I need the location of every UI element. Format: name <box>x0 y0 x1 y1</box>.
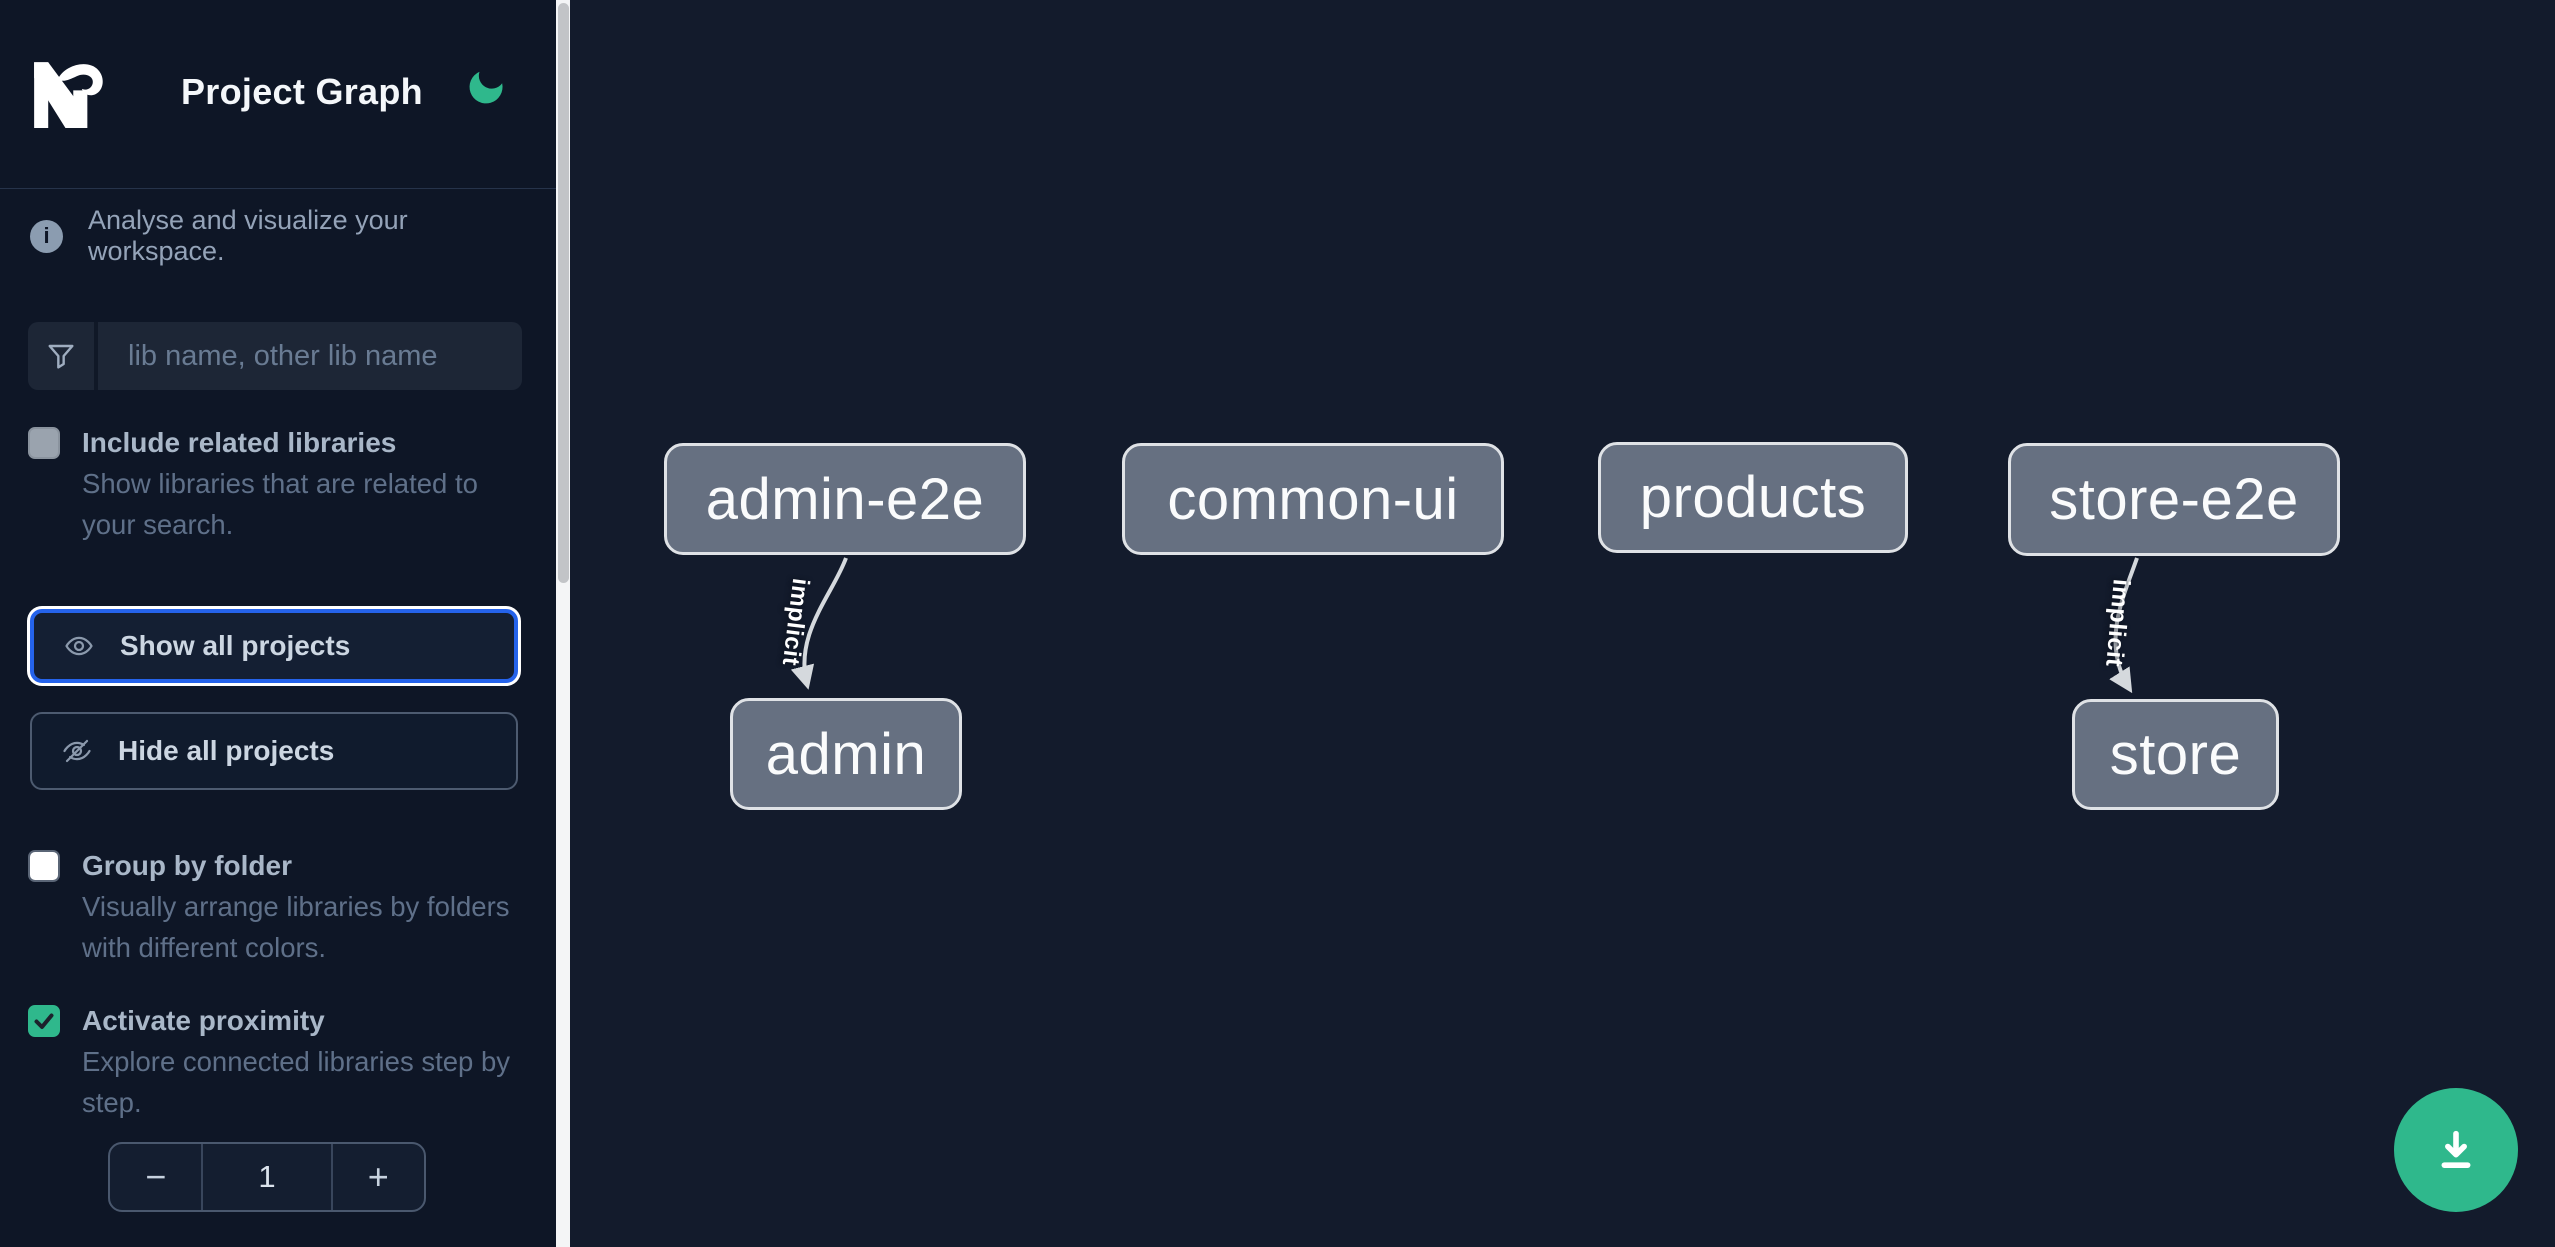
project-node-store-e2e[interactable]: store-e2e <box>2008 443 2340 556</box>
proximity-depth-value[interactable]: 1 <box>201 1144 333 1210</box>
workspace-tagline-row: i Analyse and visualize your workspace. <box>30 205 530 267</box>
include-related-label: Include related libraries <box>82 427 397 458</box>
project-node-store[interactable]: store <box>2072 699 2279 810</box>
graph-canvas[interactable] <box>570 0 2555 1247</box>
include-related-description: Show libraries that are related to your … <box>82 468 478 540</box>
group-by-folder-label: Group by folder <box>82 850 292 881</box>
library-filter-field <box>28 322 522 390</box>
project-node-products[interactable]: products <box>1598 442 1908 553</box>
project-node-admin[interactable]: admin <box>730 698 962 810</box>
info-icon: i <box>30 219 63 253</box>
library-filter-input[interactable] <box>98 322 522 390</box>
show-all-projects-button[interactable]: Show all projects <box>30 609 518 683</box>
project-node-admin-e2e[interactable]: admin-e2e <box>664 443 1026 555</box>
activate-proximity-option: Activate proximity Explore connected lib… <box>28 1002 528 1123</box>
show-all-projects-label: Show all projects <box>120 630 351 661</box>
increment-button[interactable]: + <box>367 1156 389 1197</box>
eye-off-icon <box>58 736 96 766</box>
group-by-folder-description: Visually arrange libraries by folders wi… <box>82 891 510 963</box>
page-title: Project Graph <box>181 71 423 112</box>
theme-toggle-button[interactable] <box>462 64 510 112</box>
download-icon <box>2428 1122 2484 1178</box>
proximity-depth-stepper: − 1 + <box>108 1142 426 1212</box>
hide-all-projects-button[interactable]: Hide all projects <box>30 712 518 790</box>
activate-proximity-label: Activate proximity <box>82 1005 325 1036</box>
group-by-folder-checkbox[interactable] <box>28 850 60 882</box>
sidebar: Project Graph i Analyse and visualize yo… <box>0 0 556 1247</box>
checkmark-icon <box>32 1009 56 1033</box>
eye-icon <box>60 631 98 661</box>
include-related-checkbox[interactable] <box>28 427 60 459</box>
moon-icon <box>464 71 508 112</box>
hide-all-projects-label: Hide all projects <box>118 735 335 766</box>
download-graph-button[interactable] <box>2394 1088 2518 1212</box>
sidebar-scrollbar-thumb[interactable] <box>557 3 569 583</box>
group-by-folder-option: Group by folder Visually arrange librari… <box>28 847 528 968</box>
workspace-tagline: Analyse and visualize your workspace. <box>88 205 408 266</box>
nx-logo <box>26 56 108 129</box>
funnel-icon <box>28 322 94 390</box>
project-node-common-ui[interactable]: common-ui <box>1122 443 1504 555</box>
sidebar-scrollbar-track <box>556 0 570 1247</box>
activate-proximity-checkbox[interactable] <box>28 1005 60 1037</box>
include-related-option: Include related libraries Show libraries… <box>28 424 528 545</box>
decrement-button[interactable]: − <box>145 1156 167 1197</box>
header-divider <box>0 188 556 189</box>
search-divider <box>94 322 98 390</box>
activate-proximity-description: Explore connected libraries step by step… <box>82 1046 511 1118</box>
